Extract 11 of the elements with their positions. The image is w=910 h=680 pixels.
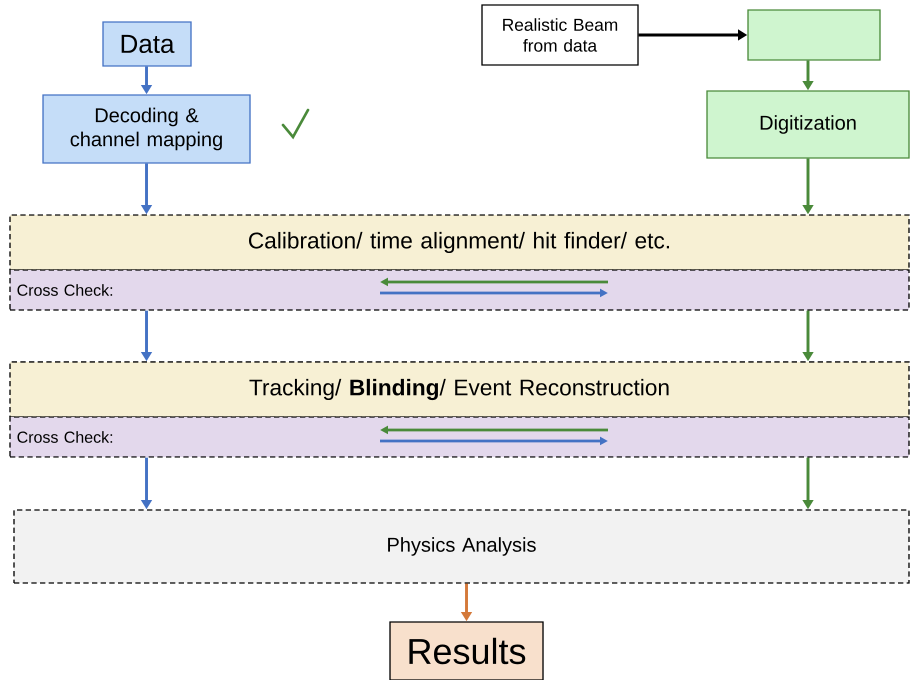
stage-band: Tracking/ Blinding/ Event Reconstruction xyxy=(9,361,910,418)
process-box: Decoding & channel mapping xyxy=(42,94,251,164)
cross-check-band: Cross Check: xyxy=(9,269,910,311)
simulation-box xyxy=(747,9,881,61)
process-box: Digitization xyxy=(706,90,910,159)
input-box: Realistic Beam from data xyxy=(481,4,639,66)
data-box: Data xyxy=(102,21,192,67)
result-box: Results xyxy=(389,621,544,680)
stage-band: Physics Analysis xyxy=(13,509,910,584)
cross-check-band: Cross Check: xyxy=(9,416,910,458)
stage-band: Calibration/ time alignment/ hit finder/ etc. xyxy=(9,214,910,271)
